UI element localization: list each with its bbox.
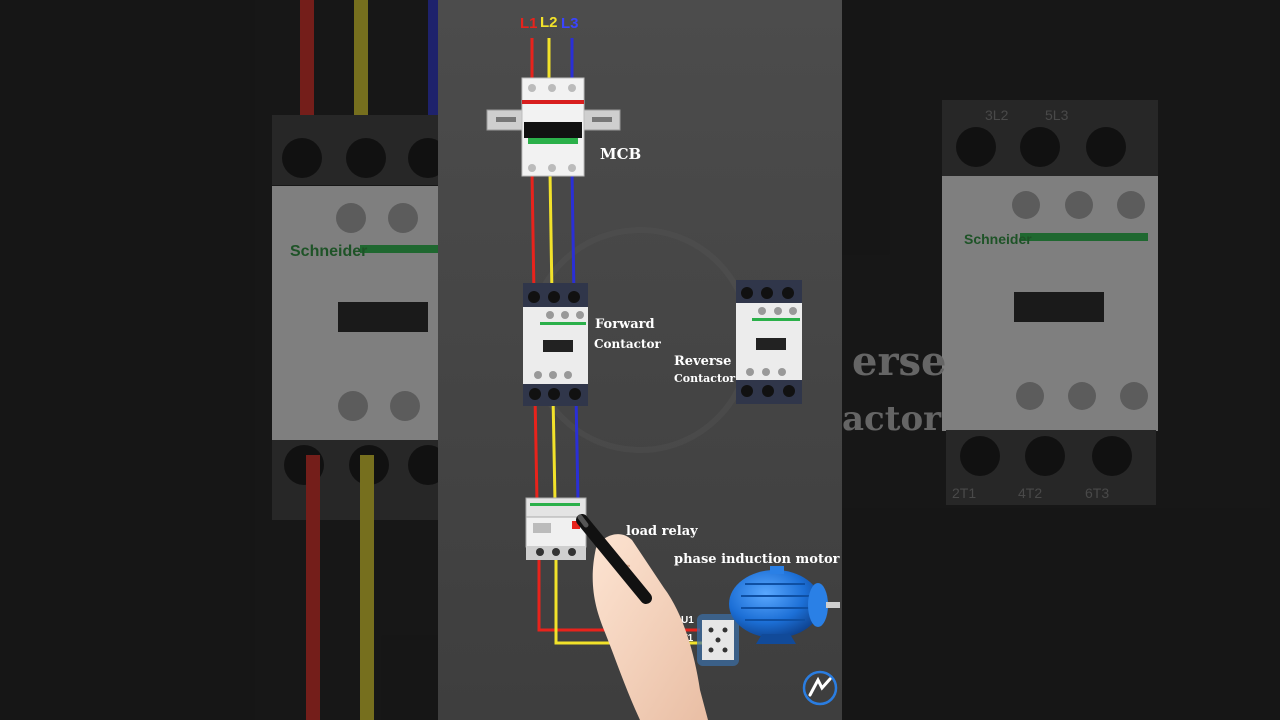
motor-terminal-box[interactable] <box>697 614 739 666</box>
mcb-label: MCB <box>600 145 641 163</box>
reverse-contactor[interactable] <box>736 280 802 404</box>
channel-logo-icon <box>802 670 838 706</box>
bg-right-top: 3L2 <box>985 107 1009 123</box>
overload-relay[interactable] <box>525 497 587 560</box>
motor-icon[interactable] <box>729 566 840 644</box>
bg-left-brand: Schneider <box>290 243 367 260</box>
forward-contactor-label-2: Contactor <box>594 337 661 351</box>
left-background: Schneider <box>0 0 448 720</box>
reverse-contactor-label-1: Reverse <box>674 354 731 369</box>
phase-l2-label: L2 <box>540 14 558 31</box>
hand-with-marker-icon <box>576 514 708 720</box>
bg-right-text2: actor <box>842 399 942 439</box>
forward-contactor-label-1: Forward <box>595 317 655 332</box>
bg-right-bottom3: 6T3 <box>1085 485 1109 501</box>
bg-right-bottom2: 4T2 <box>1018 485 1042 501</box>
forward-contactor[interactable] <box>523 283 588 406</box>
mcb-breaker[interactable] <box>486 77 621 177</box>
reverse-contactor-label-2: Contactor <box>674 372 735 385</box>
bg-right-top2: 5L3 <box>1045 107 1069 123</box>
phase-l1-label: L1 <box>520 15 538 32</box>
overload-relay-label: load relay <box>626 524 698 539</box>
bg-right-text1: erse <box>852 338 947 385</box>
motor-label: phase induction motor <box>674 552 840 567</box>
bg-right-brand: Schneider <box>964 231 1032 247</box>
bg-right-bottom1: 2T1 <box>952 485 976 501</box>
right-background: 3L2 5L3 Schneider 2T1 4T2 6T3 erse actor <box>842 0 1280 720</box>
phase-l3-label: L3 <box>561 15 579 32</box>
terminal-u1-label: U1 <box>681 615 694 626</box>
